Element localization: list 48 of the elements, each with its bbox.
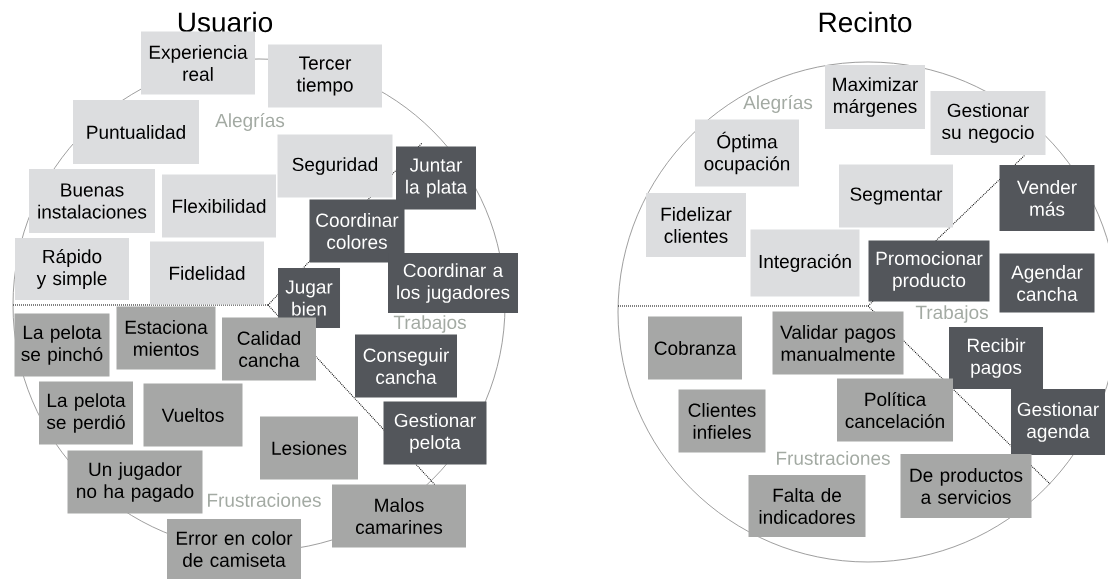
sticky-note: Falta de indicadores [748, 475, 866, 537]
sticky-note: Seguridad [277, 134, 393, 198]
sticky-note: Óptima ocupación [695, 119, 799, 187]
sticky-note: Calidad cancha [222, 317, 316, 381]
sticky-note: Experiencia real [141, 31, 255, 95]
section-label: Frustraciones [777, 451, 890, 465]
sticky-note: Integración [750, 229, 860, 297]
section-label: Frustraciones [208, 493, 321, 507]
section-label: Alegrías [743, 95, 813, 113]
sticky-note: Cobranza [648, 316, 742, 380]
sticky-note: De productos a servicios [900, 454, 1032, 518]
title: Usuario [178, 11, 273, 33]
sticky-note: Juntar la plata [396, 146, 476, 210]
sticky-note: Error en color de camiseta [167, 519, 301, 579]
sticky-note: Agendar cancha [999, 253, 1095, 313]
sticky-note: Flexibilidad [162, 174, 276, 238]
sticky-note: Clientes infieles [678, 389, 766, 453]
section-label: Trabajos [393, 315, 466, 333]
sticky-note: Malos camarines [332, 484, 466, 548]
sticky-note: Jugar bien [278, 268, 340, 328]
section-label: Trabajos [915, 305, 988, 323]
section-label: Alegrías [215, 113, 285, 131]
sticky-note: Vender más [999, 165, 1095, 231]
sticky-note: Un jugador no ha pagado [67, 450, 203, 514]
sticky-note: Conseguir cancha [355, 334, 457, 398]
sticky-note: Política cancelación [837, 378, 953, 442]
sticky-note: Validar pagos manualmente [772, 311, 904, 375]
sticky-note: Tercer tiempo [268, 44, 382, 108]
sticky-note: Coordinar a los jugadores [388, 253, 518, 313]
sticky-note: Gestionar su negocio [930, 91, 1046, 155]
sticky-note: Fidelizar clientes [646, 193, 746, 257]
sticky-note: Puntualidad [73, 100, 199, 164]
sticky-note: Maximizar márgenes [825, 65, 925, 129]
sticky-note: La pelota se perdió [39, 381, 133, 445]
sticky-note: Segmentar [839, 164, 953, 228]
sticky-note: Promocionar producto [868, 240, 990, 302]
sticky-note: Gestionar pelota [383, 401, 487, 465]
title: Recinto [819, 11, 912, 33]
sticky-note: Gestionar agenda [1011, 389, 1105, 455]
sticky-note: Estaciona mientos [116, 306, 216, 370]
sticky-note: La pelota se pinchó [14, 313, 110, 377]
sticky-note: Vueltos [143, 383, 243, 447]
sticky-note: Lesiones [260, 416, 358, 480]
sticky-note: Rápido y simple [15, 238, 129, 300]
sticky-note: Coordinar colores [309, 199, 405, 263]
sticky-note: Buenas instalaciones [29, 169, 155, 233]
sticky-note: Recibir pagos [949, 327, 1043, 389]
sticky-note: Fidelidad [150, 241, 264, 305]
